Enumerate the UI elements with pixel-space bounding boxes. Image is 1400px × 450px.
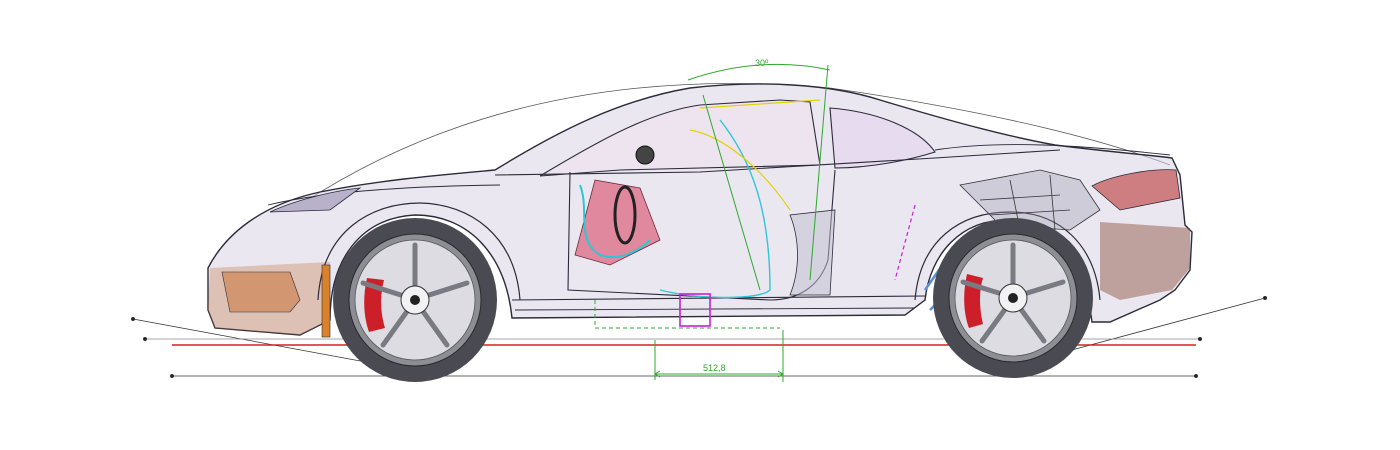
windscreen: [539, 99, 821, 177]
magenta-marker-box: [679, 293, 711, 327]
car-body: [207, 83, 1193, 336]
hood-crease: [267, 184, 501, 206]
seat: [574, 179, 661, 266]
yellow-guide-curve: [689, 99, 821, 211]
fog-lamp-housing: [221, 271, 301, 313]
magenta-guide: [894, 204, 916, 281]
belt-line: [494, 149, 1061, 176]
mirror-icon: [635, 145, 655, 165]
cyan-guide-curve: [659, 119, 771, 299]
ref-point: [1194, 373, 1199, 378]
ref-point: [1263, 295, 1268, 300]
rocker-line: [514, 307, 916, 311]
ref-point: [169, 373, 174, 378]
length-dimension-label: 512,8: [703, 363, 726, 373]
rear-fender-arch: [914, 211, 1101, 301]
brake-caliper: [364, 278, 385, 332]
rear-deck: [934, 144, 1171, 156]
wheel-icon: [333, 218, 497, 382]
body-shell: [207, 83, 1193, 336]
wheel-icon: [933, 218, 1093, 378]
ref-point: [130, 316, 135, 321]
front-fender-arch: [317, 202, 521, 301]
ref-point: [1198, 336, 1203, 341]
side-window: [829, 107, 936, 169]
rear-bumper-shade: [1100, 222, 1190, 300]
tail-light: [1091, 169, 1181, 211]
wiring-harness: [579, 184, 651, 259]
headlight: [269, 187, 362, 213]
front-side-marker: [321, 264, 331, 338]
angle-dimension: [687, 63, 831, 291]
green-dashed-profile: [594, 300, 780, 329]
steering-wheel-icon: [613, 185, 637, 245]
interior: [574, 99, 916, 329]
ref-point: [142, 336, 147, 341]
length-dimension: [654, 330, 784, 382]
angle-dimension-label: 30º: [755, 58, 769, 68]
